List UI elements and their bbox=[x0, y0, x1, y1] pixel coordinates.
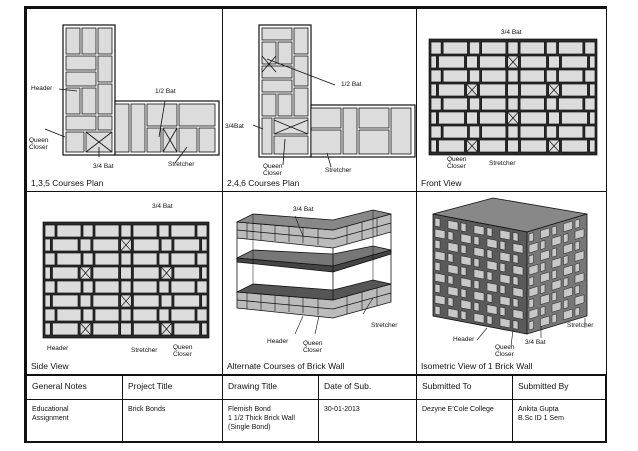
panel-caption: 2,4,6 Courses Plan bbox=[227, 178, 300, 188]
label-queen-closer: Queen Closer bbox=[447, 156, 467, 170]
panel-front-view: 3/4 Bat Queen Closer Stretcher Front Vie… bbox=[416, 8, 607, 192]
plan-246-drawing bbox=[252, 24, 416, 168]
label-queen-closer: Queen Closer bbox=[29, 137, 49, 151]
panel-courses-plan-135: Header 1/2 Bat Queen Closer 3/4 Bat Stre… bbox=[26, 8, 223, 192]
label-queen-closer: Queen Closer bbox=[173, 344, 193, 358]
panel-caption: Alternate Courses of Brick Wall bbox=[227, 361, 345, 371]
label-three-quarter-bat: 3/4 Bat bbox=[525, 339, 546, 346]
panel-alternate-courses: 3/4 Bat Stretcher Header Queen Closer Al… bbox=[222, 191, 417, 375]
header-submitted-to: Submitted To bbox=[416, 375, 513, 400]
panel-courses-plan-246: 1/2 Bat 3/4Bat Queen Closer Stretcher 2,… bbox=[222, 8, 417, 192]
label-three-quarter-bat: 3/4 Bat bbox=[152, 203, 173, 210]
value-drawing-title: Flemish Bond 1 1/2 Thick Brick Wall (Sin… bbox=[222, 399, 319, 443]
label-queen-closer: Queen Closer bbox=[263, 163, 283, 177]
label-header: Header bbox=[267, 338, 289, 345]
label-header: Header bbox=[47, 345, 69, 352]
header-general-notes: General Notes bbox=[26, 375, 123, 400]
label-three-quarter-bat: 3/4 Bat bbox=[93, 163, 114, 170]
label-stretcher: Stretcher bbox=[325, 167, 352, 174]
header-project-title: Project Title bbox=[122, 375, 223, 400]
label-three-quarter-bat: 3/4 Bat bbox=[293, 206, 314, 213]
value-submitted-by: Ankita Gupta B.Sc ID 1 Sem bbox=[512, 399, 607, 443]
title-block: General Notes Project Title Drawing Titl… bbox=[26, 375, 607, 443]
value-project-title: Brick Bonds bbox=[122, 399, 223, 443]
drawing-sheet: Header 1/2 Bat Queen Closer 3/4 Bat Stre… bbox=[24, 6, 607, 443]
header-date-of-sub: Date of Sub. bbox=[318, 375, 417, 400]
side-view-drawing bbox=[42, 221, 210, 339]
panel-side-view: 3/4 Bat Header Stretcher Queen Closer Si… bbox=[26, 191, 223, 375]
label-half-bat: 1/2 Bat bbox=[341, 81, 362, 88]
panel-isometric-view: Header Queen Closer 3/4 Bat Stretcher Is… bbox=[416, 191, 607, 375]
label-queen-closer: Queen Closer bbox=[303, 340, 323, 354]
panel-caption: Front View bbox=[421, 178, 462, 188]
label-three-quarter-bat: 3/4Bat bbox=[225, 123, 244, 130]
value-general-notes: Educational Assignment bbox=[26, 399, 123, 443]
label-stretcher: Stretcher bbox=[371, 322, 398, 329]
value-submitted-to: Dezyne E'Cole College bbox=[416, 399, 513, 443]
label-header: Header bbox=[31, 85, 53, 92]
value-date-of-sub: 30-01-2013 bbox=[318, 399, 417, 443]
label-queen-closer: Queen Closer bbox=[495, 344, 515, 358]
alternate-courses-drawing bbox=[235, 209, 392, 335]
label-half-bat: 1/2 Bat bbox=[155, 88, 176, 95]
plan-135-drawing bbox=[44, 24, 220, 164]
panel-caption: 1,3,5 Courses Plan bbox=[31, 178, 104, 188]
panel-caption: Isometric View of 1 Brick Wall bbox=[421, 361, 533, 371]
label-three-quarter-bat: 3/4 Bat bbox=[501, 29, 522, 36]
isometric-view-drawing bbox=[432, 197, 588, 347]
label-stretcher: Stretcher bbox=[489, 160, 516, 167]
panel-caption: Side View bbox=[31, 361, 69, 371]
label-stretcher: Stretcher bbox=[131, 347, 158, 354]
front-view-drawing bbox=[428, 38, 598, 156]
header-drawing-title: Drawing Title bbox=[222, 375, 319, 400]
label-header: Header bbox=[453, 336, 475, 343]
header-submitted-by: Submitted By bbox=[512, 375, 607, 400]
label-stretcher: Stretcher bbox=[567, 322, 594, 329]
label-stretcher: Stretcher bbox=[168, 161, 195, 168]
